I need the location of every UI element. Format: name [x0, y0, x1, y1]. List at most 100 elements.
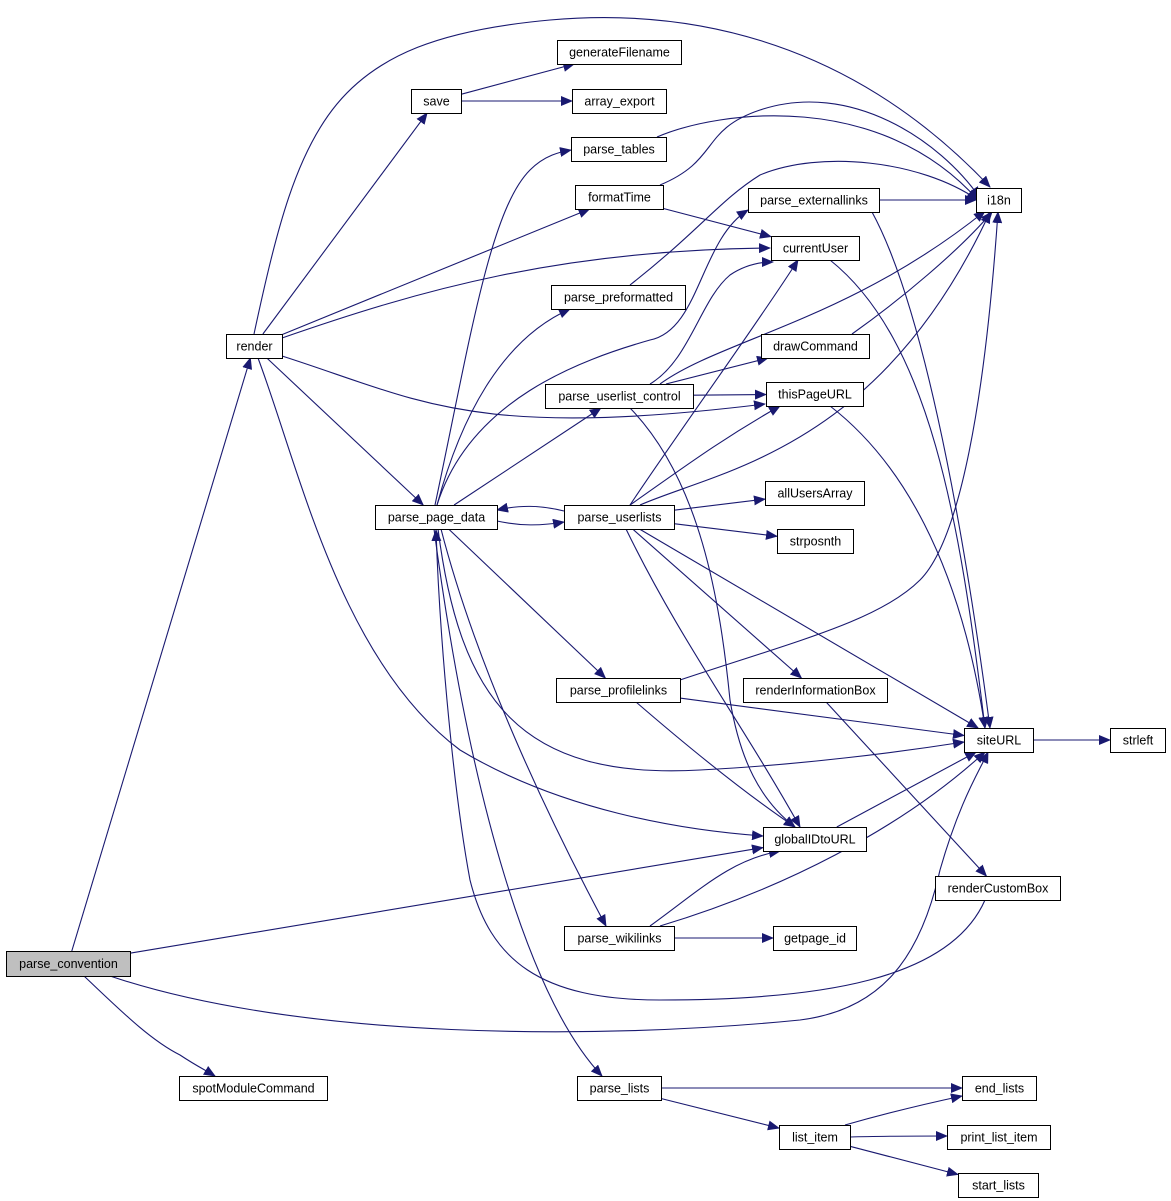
- node-box-renderInformationBox[interactable]: [743, 678, 888, 703]
- edge-parse_page_data-to-parse_lists: [433, 528, 603, 1077]
- node-box-renderCustomBox[interactable]: [935, 876, 1061, 901]
- node-box-generateFilename[interactable]: [557, 40, 682, 65]
- node-box-array_export[interactable]: [572, 89, 667, 114]
- edge-parse_page_data-to-parse_userlist_control: [453, 407, 602, 506]
- node-label-parse_userlists: parse_userlists: [577, 511, 661, 525]
- edge-parse_userlists-to-i18n: [639, 211, 991, 506]
- node-box-thisPageURL[interactable]: [766, 382, 864, 407]
- edge-render-to-save: [262, 112, 428, 335]
- node-globalIDtoURL[interactable]: globalIDtoURL: [763, 827, 867, 852]
- node-label-renderInformationBox: renderInformationBox: [755, 684, 876, 698]
- node-box-getpage_id[interactable]: [773, 926, 857, 951]
- node-label-start_lists: start_lists: [972, 1179, 1025, 1193]
- edge-parse_convention-to-spotModuleCommand: [83, 975, 216, 1077]
- node-parse_lists[interactable]: parse_lists: [577, 1076, 662, 1101]
- node-renderCustomBox[interactable]: renderCustomBox: [935, 876, 1061, 901]
- node-parse_preformatted[interactable]: parse_preformatted: [551, 285, 686, 310]
- node-parse_profilelinks[interactable]: parse_profilelinks: [556, 678, 681, 703]
- edge-globalIDtoURL-to-siteURL: [836, 751, 978, 828]
- edge-parse_wikilinks-to-siteURL: [659, 751, 986, 927]
- edge-parse_convention-to-globalIDtoURL: [129, 844, 764, 954]
- node-box-list_item[interactable]: [779, 1125, 851, 1150]
- node-box-print_list_item[interactable]: [947, 1125, 1051, 1150]
- node-i18n[interactable]: i18n: [976, 188, 1022, 213]
- node-print_list_item[interactable]: print_list_item: [947, 1125, 1051, 1150]
- node-box-parse_preformatted[interactable]: [551, 285, 686, 310]
- node-render[interactable]: render: [226, 334, 283, 359]
- node-box-parse_externallinks[interactable]: [748, 188, 880, 213]
- node-thisPageURL[interactable]: thisPageURL: [766, 382, 864, 407]
- edge-parse_preformatted-to-i18n: [629, 160, 979, 286]
- node-parse_convention[interactable]: parse_convention: [6, 951, 131, 977]
- node-drawCommand[interactable]: drawCommand: [761, 334, 870, 359]
- node-box-i18n[interactable]: [976, 188, 1022, 213]
- node-end_lists[interactable]: end_lists: [962, 1076, 1037, 1101]
- edge-parse_userlists-to-currentUser: [629, 259, 799, 506]
- node-box-parse_page_data[interactable]: [375, 505, 498, 530]
- node-currentUser[interactable]: currentUser: [771, 236, 860, 261]
- edge-parse_userlists-to-strposnth: [673, 523, 778, 540]
- node-box-strposnth[interactable]: [777, 529, 854, 554]
- node-box-end_lists[interactable]: [962, 1076, 1037, 1101]
- node-parse_userlists[interactable]: parse_userlists: [564, 505, 675, 530]
- edge-parse_userlists-to-allUsersArray: [673, 495, 766, 511]
- node-box-render[interactable]: [226, 334, 283, 359]
- edge-render-to-globalIDtoURL: [257, 357, 764, 841]
- node-renderInformationBox[interactable]: renderInformationBox: [743, 678, 888, 703]
- node-box-currentUser[interactable]: [771, 236, 860, 261]
- node-strleft[interactable]: strleft: [1110, 728, 1166, 753]
- node-parse_externallinks[interactable]: parse_externallinks: [748, 188, 880, 213]
- node-parse_tables[interactable]: parse_tables: [571, 137, 667, 162]
- edge-parse_convention-to-siteURL: [109, 751, 989, 1033]
- node-label-spotModuleCommand: spotModuleCommand: [192, 1082, 314, 1096]
- edges-layer: [71, 17, 1111, 1177]
- node-box-drawCommand[interactable]: [761, 334, 870, 359]
- node-label-save: save: [423, 95, 449, 109]
- edge-parse_userlist_control-to-drawCommand: [665, 355, 769, 385]
- node-spotModuleCommand[interactable]: spotModuleCommand: [179, 1076, 328, 1101]
- node-save[interactable]: save: [411, 89, 462, 114]
- node-box-parse_wikilinks[interactable]: [564, 926, 675, 951]
- node-box-strleft[interactable]: [1110, 728, 1166, 753]
- node-box-parse_convention[interactable]: [6, 951, 131, 977]
- node-getpage_id[interactable]: getpage_id: [773, 926, 857, 951]
- edge-parse_page_data-to-parse_userlists: [496, 518, 565, 529]
- edge-parse_profilelinks-to-siteURL: [679, 697, 965, 740]
- node-label-end_lists: end_lists: [975, 1082, 1024, 1096]
- node-box-globalIDtoURL[interactable]: [763, 827, 867, 852]
- node-siteURL[interactable]: siteURL: [964, 728, 1034, 753]
- node-parse_userlist_control[interactable]: parse_userlist_control: [545, 384, 694, 409]
- node-box-formatTime[interactable]: [575, 185, 664, 210]
- edge-renderInformationBox-to-renderCustomBox: [825, 701, 988, 877]
- node-strposnth[interactable]: strposnth: [777, 529, 854, 554]
- node-label-parse_wikilinks: parse_wikilinks: [577, 932, 661, 946]
- node-box-parse_userlists[interactable]: [564, 505, 675, 530]
- node-box-start_lists[interactable]: [958, 1173, 1039, 1198]
- node-start_lists[interactable]: start_lists: [958, 1173, 1039, 1198]
- node-array_export[interactable]: array_export: [572, 89, 667, 114]
- edge-formatTime-to-i18n: [659, 101, 981, 199]
- edge-parse_page_data-to-parse_tables: [434, 147, 572, 506]
- node-label-parse_externallinks: parse_externallinks: [760, 194, 868, 208]
- node-allUsersArray[interactable]: allUsersArray: [765, 481, 865, 506]
- edge-parse_page_data-to-parse_preformatted: [436, 308, 571, 506]
- node-box-siteURL[interactable]: [964, 728, 1034, 753]
- node-box-allUsersArray[interactable]: [765, 481, 865, 506]
- edge-list_item-to-print_list_item: [849, 1131, 948, 1142]
- edge-formatTime-to-currentUser: [662, 207, 772, 239]
- node-box-parse_userlist_control[interactable]: [545, 384, 694, 409]
- node-box-parse_profilelinks[interactable]: [556, 678, 681, 703]
- node-label-parse_userlist_control: parse_userlist_control: [558, 390, 680, 404]
- node-box-spotModuleCommand[interactable]: [179, 1076, 328, 1101]
- node-box-parse_tables[interactable]: [571, 137, 667, 162]
- node-formatTime[interactable]: formatTime: [575, 185, 664, 210]
- node-box-save[interactable]: [411, 89, 462, 114]
- node-box-parse_lists[interactable]: [577, 1076, 662, 1101]
- edge-parse_externallinks-to-siteURL: [871, 211, 994, 729]
- node-parse_page_data[interactable]: parse_page_data: [375, 505, 498, 530]
- node-list_item[interactable]: list_item: [779, 1125, 851, 1150]
- node-parse_wikilinks[interactable]: parse_wikilinks: [564, 926, 675, 951]
- node-label-thisPageURL: thisPageURL: [778, 388, 852, 402]
- node-generateFilename[interactable]: generateFilename: [557, 40, 682, 65]
